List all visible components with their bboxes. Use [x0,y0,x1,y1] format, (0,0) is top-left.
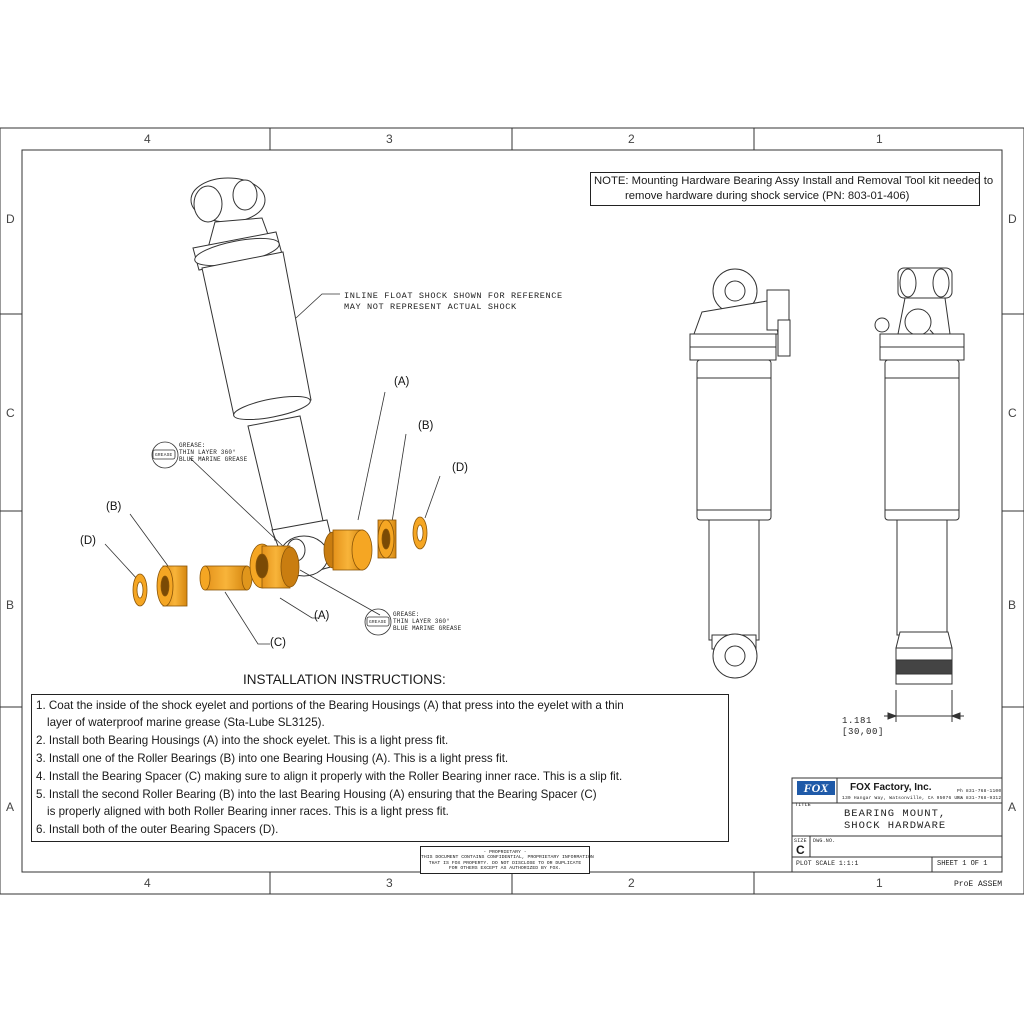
tool-kit-note: NOTE: Mounting Hardware Bearing Assy Ins… [590,172,993,206]
zone-col-2-bottom: 2 [628,876,635,890]
note-line-1: NOTE: Mounting Hardware Bearing Assy Ins… [594,175,994,187]
label-a-bottom: (A) [314,610,330,622]
zone-col-4-top: 4 [144,132,151,146]
zone-row-d-right: D [1008,212,1017,226]
dimension-mm: [30,00] [842,727,885,737]
grease-icon-text-right: GREASE [369,620,387,625]
proprietary-notice: - PROPRIETARY - THIS DOCUMENT CONTAINS C… [420,846,594,874]
grease-icon [152,449,390,627]
installation-steps: 1. Coat the inside of the shock eyelet a… [31,694,729,842]
bearing-housing-a-right [323,529,373,571]
footer-proe-assem: ProE ASSEM [954,880,1003,889]
size-label: SIZE [794,838,807,844]
zone-col-2-top: 2 [628,132,635,146]
company-phone: Ph 831-768-1100 [957,789,1002,794]
drawing-title-line-2: SHOCK HARDWARE [844,820,947,832]
step-6: 6. Install both of the outer Bearing Spa… [36,823,279,836]
label-d-left: (D) [80,535,96,547]
bearing-spacer-c [199,565,253,591]
size-value: C [796,843,805,857]
company-name: FOX Factory, Inc. [850,782,932,793]
zone-row-b-right: B [1008,598,1017,612]
proprietary-line-2: THIS DOCUMENT CONTAINS CONFIDENTIAL, PRO… [421,855,594,861]
grease-callout-left-1: GREASE: [179,442,206,449]
grease-callout-right-3: BLUE MARINE GREASE [393,625,462,632]
proprietary-line-3: THAT IS FOX PROPERTY. DO NOT DISCLOSE TO… [428,860,582,866]
label-b-left: (B) [106,501,122,513]
grease-callout-left-3: BLUE MARINE GREASE [179,456,248,463]
grease-icon-text-left: GREASE [155,453,173,458]
zone-col-3-bottom: 3 [386,876,393,890]
front-view-shock [689,268,791,679]
step-4: 4. Install the Bearing Spacer (C) making… [36,770,623,783]
exploded-shock [190,177,339,579]
note-line-2: remove hardware during shock service (PN… [625,190,910,202]
step-5b: is properly aligned with both Roller Bea… [47,805,449,818]
bearing-parts [132,516,428,607]
bearing-housing-a-left [249,543,300,589]
label-b-right: (B) [418,420,434,432]
label-c-bottom: (C) [270,637,286,649]
step-3: 3. Install one of the Roller Bearings (B… [36,752,509,765]
sheet-number: SHEET 1 OF 1 [937,860,988,868]
label-d-right: (D) [452,462,468,474]
reference-callout-line-1: INLINE FLOAT SHOCK SHOWN FOR REFERENCE [344,291,563,301]
proprietary-line-1: - PROPRIETARY - [483,850,527,855]
outer-spacer-d-right [412,516,428,550]
company-fax: Fx 831-768-9312 [957,796,1002,801]
step-5a: 5. Install the second Roller Bearing (B)… [36,788,597,801]
zone-col-1-bottom: 1 [876,876,883,890]
zone-col-4-bottom: 4 [144,876,151,890]
side-view-shock [874,267,965,722]
roller-bearing-b-left [156,565,188,607]
fox-logo: FOX [797,781,835,795]
zone-row-a-left: A [6,800,15,814]
outer-spacer-d-left [132,573,148,607]
zone-row-d-left: D [6,212,15,226]
step-2: 2. Install both Bearing Housings (A) int… [36,734,449,747]
dimension-inches: 1.181 [842,716,873,726]
company-address: 130 Hangar Way, Watsonville, CA 95076 US… [842,796,964,801]
drawing-title-line-1: BEARING MOUNT, [844,808,947,820]
installation-title: INSTALLATION INSTRUCTIONS: [243,672,446,687]
proprietary-line-4: FOR OTHERS EXCEPT AS AUTHORIZED BY FOX. [448,866,562,872]
zone-row-b-left: B [6,598,15,612]
roller-bearing-b-right [377,519,397,559]
zone-row-c-right: C [1008,406,1017,420]
zone-row-c-left: C [6,406,15,420]
grease-callout-right-1: GREASE: [393,611,420,618]
plot-scale: PLOT SCALE 1:1:1 [796,860,859,867]
step-1a: 1. Coat the inside of the shock eyelet a… [36,699,624,712]
dwg-no-label: DWG.NO. [813,838,836,844]
zone-dividers [0,128,1024,894]
callout-leaders [104,293,441,645]
reference-callout-line-2: MAY NOT REPRESENT ACTUAL SHOCK [344,302,517,312]
title-label: TITLE [795,802,812,808]
zone-col-3-top: 3 [386,132,393,146]
label-a-right: (A) [394,376,410,388]
step-1b: layer of waterproof marine grease (Sta-L… [47,716,325,729]
zone-row-a-right: A [1008,800,1017,814]
grease-callout-left-2: THIN LAYER 360° [179,449,237,456]
zone-col-1-top: 1 [876,132,883,146]
grease-callout-right-2: THIN LAYER 360° [393,618,451,625]
